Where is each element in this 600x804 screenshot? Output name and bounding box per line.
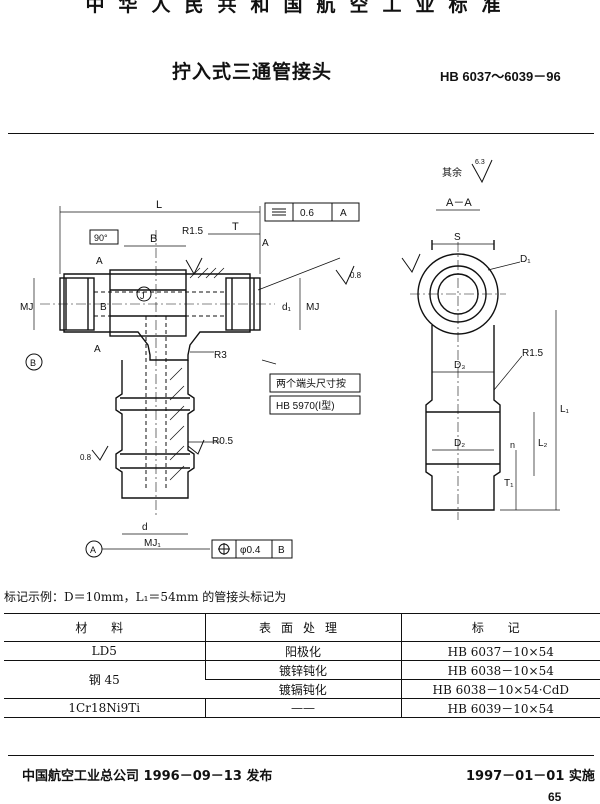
tol-flatness-ref: A bbox=[340, 208, 347, 219]
dim-d1: d₁ bbox=[282, 302, 292, 313]
dim-T: T bbox=[232, 221, 239, 233]
note-line1: 两个端头尺寸按 bbox=[276, 377, 346, 390]
section-mark-lower: A bbox=[94, 344, 101, 355]
section-label: A－A bbox=[446, 197, 472, 209]
document-title: 拧入式三通管接头 bbox=[172, 61, 333, 83]
surface-note: 其余 bbox=[442, 166, 462, 179]
marking-example: 标记示例：D＝10mm，L₁＝54mm 的管接头标记为 bbox=[4, 590, 287, 604]
section-mark-upper: A bbox=[96, 256, 103, 267]
standard-code: HB 6037～6039－96 bbox=[440, 69, 561, 84]
dim-B: B bbox=[150, 233, 157, 245]
cell-material: 1Cr18Ni9Ti bbox=[4, 698, 205, 718]
datum-b-marker: B bbox=[30, 358, 36, 368]
spec-table: 材 料 表面处理 标 记 LD5 阳极化 HB 6037－10×54 钢 45 … bbox=[4, 613, 600, 718]
tol-position-ref: B bbox=[278, 545, 285, 556]
dim-n: n bbox=[510, 440, 515, 450]
roughness-left: 0.8 bbox=[80, 453, 92, 462]
radius-r3: R3 bbox=[214, 350, 227, 361]
cell-material: 钢 45 bbox=[4, 660, 205, 699]
dim-D3: D₃ bbox=[454, 360, 465, 371]
organization-header: 中华人民共和国航空工业标准 bbox=[85, 0, 515, 16]
section-mark-top: A bbox=[262, 238, 269, 249]
dim-B-side: B bbox=[100, 302, 107, 313]
datum-a-marker: A bbox=[90, 545, 96, 555]
issue-date: 中国航空工业总公司 1996－09－13 发布 bbox=[22, 769, 273, 784]
dim-S: S bbox=[454, 232, 461, 243]
header-rule bbox=[8, 133, 594, 134]
cell-treatment: 镀锌钝化 bbox=[204, 660, 401, 680]
table-row: 1Cr18Ni9Ti —— HB 6039－10×54 bbox=[4, 698, 600, 718]
dim-D2: D₂ bbox=[454, 438, 465, 449]
cell-mark: HB 6038－10×54 bbox=[400, 660, 600, 680]
surface-roughness: 6.3 bbox=[475, 159, 485, 166]
dim-L2: L₂ bbox=[538, 438, 548, 449]
dim-MJ1: MJ₁ bbox=[144, 538, 161, 549]
dim-L1: L₁ bbox=[560, 404, 570, 415]
cell-mark: HB 6037－10×54 bbox=[400, 641, 600, 661]
cell-mark: HB 6039－10×54 bbox=[400, 698, 600, 718]
tol-position-value: φ0.4 bbox=[240, 545, 261, 556]
dim-D1: D₁ bbox=[520, 254, 531, 265]
page-number: 65 bbox=[548, 790, 562, 804]
technical-drawing: L T B R1.5 90° A A A MJ MJ d₁ B J 0.8 R3… bbox=[20, 159, 570, 559]
cell-treatment: —— bbox=[204, 698, 401, 718]
dim-MJ-right: MJ bbox=[306, 302, 319, 313]
dim-L: L bbox=[156, 199, 162, 211]
marker-J: J bbox=[140, 291, 145, 301]
header-treatment: 表面处理 bbox=[204, 613, 401, 642]
table-row: 镀镉钝化 HB 6038－10×54·CdD bbox=[4, 679, 600, 699]
dim-MJ-left: MJ bbox=[20, 302, 33, 313]
radius-r15-left: R1.5 bbox=[182, 226, 204, 237]
effective-date: 1997－01－01 实施 bbox=[466, 769, 595, 784]
table-header-row: 材 料 表面处理 标 记 bbox=[4, 613, 600, 642]
dim-T1: T₁ bbox=[504, 478, 514, 489]
radius-r05: R0.5 bbox=[212, 436, 234, 447]
tol-flatness-value: 0.6 bbox=[300, 208, 314, 219]
table-row: 钢 45 镀锌钝化 HB 6038－10×54 bbox=[4, 660, 600, 699]
cell-treatment: 镀镉钝化 bbox=[205, 679, 401, 699]
cell-mark: HB 6038－10×54·CdD bbox=[400, 679, 600, 699]
footer-rule bbox=[8, 755, 594, 756]
header-material: 材 料 bbox=[4, 613, 205, 642]
roughness-right: 0.8 bbox=[350, 271, 362, 280]
header-mark: 标 记 bbox=[400, 613, 600, 642]
cell-treatment: 阳极化 bbox=[204, 641, 401, 661]
cell-material: LD5 bbox=[4, 641, 205, 661]
angle-label: 90° bbox=[94, 233, 108, 243]
dim-d: d bbox=[142, 522, 148, 533]
note-line2: HB 5970(Ⅰ型) bbox=[276, 399, 335, 412]
radius-r15-right: R1.5 bbox=[522, 348, 544, 359]
table-row: LD5 阳极化 HB 6037－10×54 bbox=[4, 641, 600, 661]
